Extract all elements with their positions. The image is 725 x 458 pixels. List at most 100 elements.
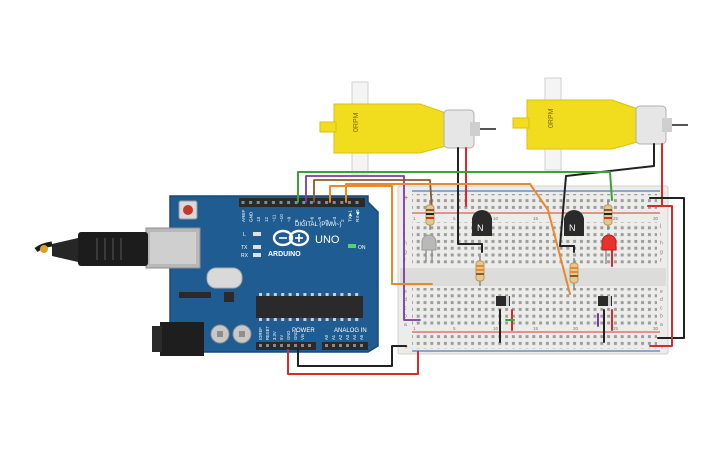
digital-pin-hole[interactable] bbox=[287, 201, 291, 204]
digital-pin-hole[interactable] bbox=[294, 201, 298, 204]
dc-motor-right[interactable]: 0RPM bbox=[512, 77, 688, 171]
power-pin-hole[interactable] bbox=[301, 344, 304, 347]
row-letter: a bbox=[404, 322, 407, 328]
column-number: 30 bbox=[653, 216, 659, 221]
wire-rail-red-right[interactable] bbox=[647, 205, 673, 347]
led-right-red[interactable] bbox=[601, 234, 617, 264]
wire-orange-pin-a[interactable] bbox=[329, 185, 433, 285]
power-pin-hole[interactable] bbox=[280, 344, 283, 347]
digital-pin-label: ~11 bbox=[271, 214, 276, 222]
digital-pin-label: ~9 bbox=[287, 216, 292, 222]
digital-pin-hole[interactable] bbox=[249, 201, 253, 204]
digital-pin-hole[interactable] bbox=[264, 201, 268, 204]
digital-label: DIGITAL (PWM~) bbox=[295, 222, 342, 228]
digital-pin-hole[interactable] bbox=[302, 201, 306, 204]
power-pin-label: 5V bbox=[279, 335, 284, 340]
resistor-left-top[interactable] bbox=[425, 200, 435, 230]
row-letter: d bbox=[660, 297, 663, 303]
digital-pin-label: TX▶1 bbox=[347, 210, 352, 222]
rail-plus-top: + bbox=[404, 195, 408, 202]
wire-green-pin[interactable] bbox=[297, 171, 613, 203]
chip-pin bbox=[318, 293, 322, 296]
chip-pin bbox=[333, 318, 336, 321]
power-pin-label: GND bbox=[286, 331, 291, 340]
resistor-left-middle[interactable] bbox=[475, 256, 485, 286]
digital-pin-hole[interactable] bbox=[256, 201, 260, 204]
power-pin-hole[interactable] bbox=[308, 344, 311, 347]
power-pin-hole[interactable] bbox=[294, 344, 297, 347]
wire-purple-pin[interactable] bbox=[305, 175, 421, 321]
chip-pin bbox=[347, 318, 351, 321]
rx-led bbox=[253, 253, 261, 257]
wire-brown-pin[interactable] bbox=[313, 179, 433, 211]
reset-button-cap[interactable] bbox=[183, 205, 193, 215]
digital-pin-hole[interactable] bbox=[332, 201, 336, 204]
digital-pin-label: 12 bbox=[264, 216, 269, 222]
wire-motor-right-black[interactable] bbox=[559, 143, 655, 247]
bottom-pin-holes bbox=[259, 344, 363, 347]
column-number: 25 bbox=[613, 216, 619, 221]
analog-pin-hole[interactable] bbox=[332, 344, 335, 347]
analog-pin-hole[interactable] bbox=[325, 344, 328, 347]
wire-gnd-black[interactable] bbox=[297, 345, 407, 367]
on-label: ON bbox=[358, 245, 366, 251]
on-led bbox=[348, 244, 356, 248]
wire-5v-red[interactable] bbox=[287, 349, 419, 375]
chip-pin bbox=[273, 293, 277, 296]
chip-pin bbox=[296, 318, 299, 321]
power-header bbox=[256, 342, 316, 350]
resistor-right-top[interactable] bbox=[603, 200, 613, 230]
transistor-left[interactable]: N bbox=[472, 210, 492, 236]
digital-pin-hole[interactable] bbox=[347, 201, 351, 204]
digital-pin-label: 7 bbox=[302, 219, 307, 222]
diode-right[interactable] bbox=[598, 296, 612, 306]
power-pin-label: Vin bbox=[300, 333, 305, 340]
analog-pin-hole[interactable] bbox=[360, 344, 363, 347]
column-number: 5 bbox=[453, 216, 456, 221]
analog-pin-label: A1 bbox=[331, 334, 336, 340]
capacitor-2-top bbox=[239, 331, 245, 337]
arduino-logo-icon bbox=[272, 229, 310, 247]
row-letter: d bbox=[404, 297, 407, 303]
row-letter: c bbox=[404, 305, 407, 311]
chip-pin bbox=[340, 318, 344, 321]
digital-pin-hole[interactable] bbox=[340, 201, 344, 204]
digital-pin-hole[interactable] bbox=[241, 201, 245, 204]
row-letter: j bbox=[659, 223, 661, 229]
l-led bbox=[253, 232, 261, 236]
power-pin-hole[interactable] bbox=[287, 344, 290, 347]
dc-motor-left[interactable]: 0RPM bbox=[319, 81, 496, 175]
wire-orange-pin-b[interactable] bbox=[345, 183, 571, 295]
rail-plus-bottom: + bbox=[404, 344, 408, 351]
chip-pin bbox=[266, 318, 270, 321]
power-label: POWER bbox=[292, 328, 315, 334]
analog-label: ANALOG IN bbox=[334, 328, 367, 334]
power-pin-hole[interactable] bbox=[259, 344, 262, 347]
analog-pin-hole[interactable] bbox=[353, 344, 356, 347]
transistor-right[interactable]: N bbox=[564, 210, 584, 236]
motor-left-can bbox=[443, 109, 475, 149]
analog-pin-hole[interactable] bbox=[346, 344, 349, 347]
led-left-off[interactable] bbox=[421, 234, 437, 262]
analog-pin-hole[interactable] bbox=[339, 344, 342, 347]
digital-pin-holes bbox=[241, 201, 359, 204]
wire-motor-left-black[interactable] bbox=[457, 147, 483, 245]
analog-pin-label: A0 bbox=[324, 334, 329, 340]
motor-left-mount bbox=[319, 121, 337, 133]
digital-pin-hole[interactable] bbox=[317, 201, 321, 204]
row-letter: h bbox=[404, 241, 407, 247]
power-pin-hole[interactable] bbox=[266, 344, 269, 347]
resistor-right-middle[interactable] bbox=[569, 258, 579, 290]
analog-pin-label: A4 bbox=[352, 334, 357, 340]
digital-pin-hole[interactable] bbox=[309, 201, 313, 204]
diode-left[interactable] bbox=[496, 296, 510, 306]
digital-pin-hole[interactable] bbox=[279, 201, 283, 204]
chip-pin bbox=[281, 293, 285, 296]
digital-pin-hole[interactable] bbox=[355, 201, 359, 204]
power-pin-hole[interactable] bbox=[273, 344, 276, 347]
digital-pin-hole[interactable] bbox=[325, 201, 329, 204]
row-letter: c bbox=[660, 305, 663, 311]
digital-pin-hole[interactable] bbox=[271, 201, 275, 204]
